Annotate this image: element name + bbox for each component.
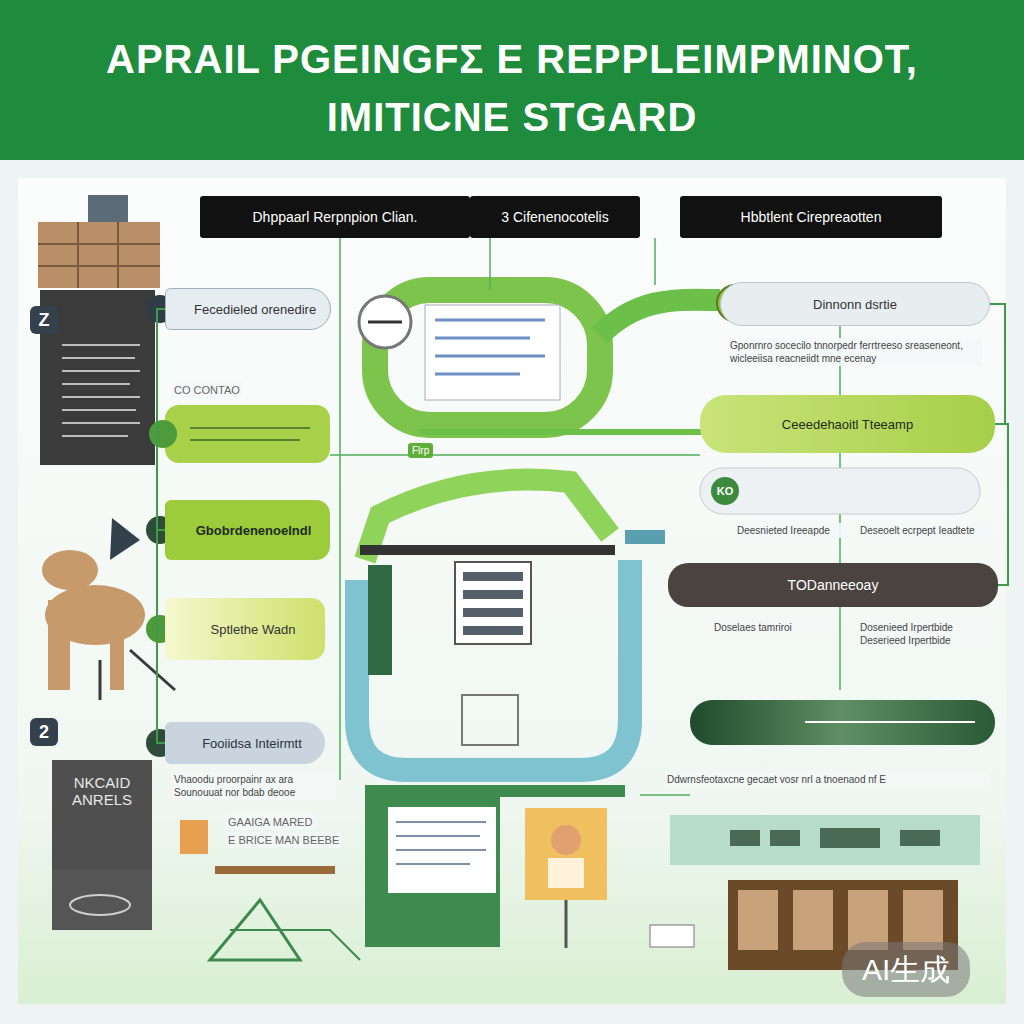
connector (157, 309, 165, 530)
process-band: Dinnonn dsrtie (720, 282, 990, 326)
note-text: Deseoelt ecrpept Ieadtete (858, 523, 992, 538)
node-text: Ceeedehaoitl Tteeamp (782, 417, 913, 432)
diagram-title: APRAIL PGEINGFΣ E REPPLEIMPMINOT, IMITIC… (30, 30, 994, 146)
connector (157, 530, 165, 629)
note-text: Deesnieted Ireeapde (735, 523, 849, 538)
connector (990, 304, 1005, 424)
info-panel: NKCAID ANRELS (52, 760, 152, 870)
callout-number: Z (30, 306, 58, 334)
node-text: TODanneeoay (788, 577, 879, 593)
note-text: GAAIGA MARED (226, 814, 314, 830)
note-text: CO CONTAO (172, 382, 242, 398)
node-text: Dhppaarl Rerpnpion Clian. (253, 209, 418, 225)
node-text: Fooiidsa Inteirmtt (202, 736, 302, 751)
node-text: Hbbtlent Cirepreaotten (741, 209, 882, 225)
connector (995, 424, 1008, 585)
note-text: Ddwrnsfeotaxcne gecaet vosr nrl a tnoena… (665, 772, 989, 787)
node-text: Dinnonn dsrtie (813, 297, 897, 312)
note-text: E BRICE MAN BEEBE (226, 832, 341, 848)
callout-number: KO (711, 477, 739, 505)
header-bar: 3 Cifenenocotelis (470, 196, 640, 238)
callout-number: 2 (30, 718, 58, 746)
node-text: Fecedieled orenedire (194, 302, 316, 317)
note-text: Doselaes tamriroi (712, 620, 836, 635)
note-text: Gponrnro socecilo tnnorpedr ferrtreeso s… (728, 338, 982, 366)
note-text: Dosenieed Irpertbide Deserieed Irpertbid… (858, 620, 992, 648)
process-band: TODanneeoay (668, 563, 998, 607)
watermark: AI生成 (842, 942, 970, 997)
process-pill: Fecedieled orenedire (165, 288, 331, 330)
connector (157, 629, 165, 743)
node-text: 3 Cifenenocotelis (501, 209, 608, 225)
node-text: NKCAID ANRELS (66, 774, 138, 808)
note-text: Vhaoodu proorpainr ax ara Sounouuat nor … (172, 772, 336, 800)
process-pill: Gbobrdenenoelndl (165, 500, 330, 560)
process-pill: Fooiidsa Inteirmtt (165, 722, 325, 764)
header-bar: Dhppaarl Rerpnpion Clian. (200, 196, 470, 238)
node-text: Sptlethe Wadn (211, 622, 296, 637)
sign-tag: Flrp (408, 443, 433, 458)
process-band: Ceeedehaoitl Tteeamp (700, 395, 995, 453)
header-bar: Hbbtlent Cirepreaotten (680, 196, 942, 238)
process-pill: Sptlethe Wadn (165, 598, 325, 660)
node-text: Gbobrdenenoelndl (196, 523, 312, 538)
